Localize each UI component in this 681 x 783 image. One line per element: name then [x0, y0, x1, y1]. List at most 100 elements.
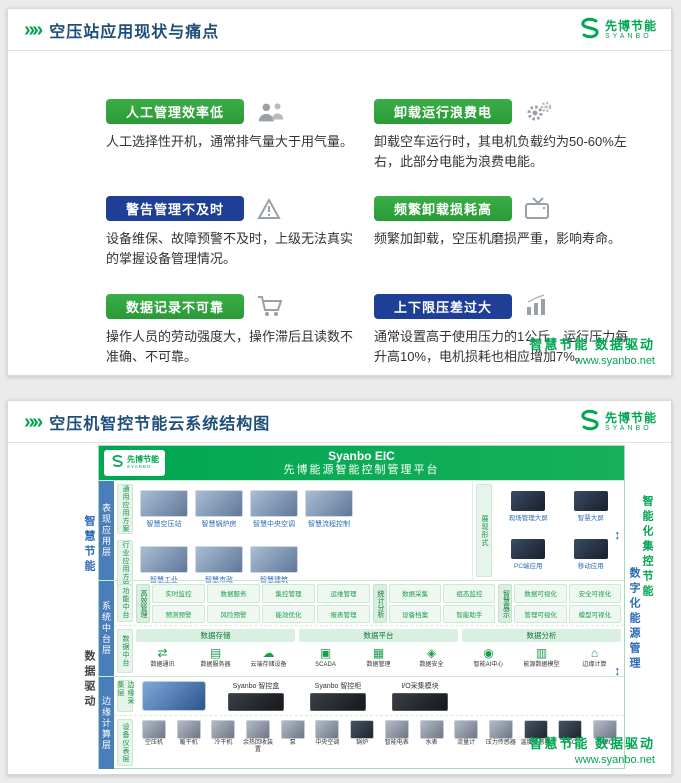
device-instrument-row: 设备仪表层 空压机暖干机冷干机余热回收装置泵中央空调锅炉智能电表水表流量计压力传…	[114, 715, 624, 769]
function-chip: 组态监控	[443, 584, 496, 603]
pain-text: 操作人员的劳动强度大，操作滞后且读数不准确、不可靠。	[106, 328, 354, 364]
device-photo	[246, 720, 271, 739]
group-head: 智慧展示	[498, 584, 513, 623]
platform-header: 先博节能 SYANBO Syanbo EIC 先博能源智能控制管理平台	[99, 446, 624, 480]
slide2-title: 空压机智控节能云系统结构图	[49, 416, 271, 433]
data-item: ⇄数据通讯	[142, 647, 184, 668]
device-photo	[315, 720, 340, 739]
display-caption: 现场管理大屏	[508, 515, 548, 523]
syanbo-logo-icon	[577, 408, 601, 437]
data-items: ▣SCADA▦数据管理◈数据安全	[299, 642, 458, 674]
slide2-footer: 智慧节能 数据驱动 www.syanbo.net	[529, 733, 655, 766]
app-photo	[250, 545, 298, 573]
app-caption: 智慧中央空调	[253, 520, 295, 528]
device-photo	[142, 720, 166, 739]
pain-item-alert-management: 警告管理不及时 设备维保、故障预警不及时，上级无法真实的掌握设备管理情况。	[106, 196, 356, 269]
pain-text: 设备维保、故障预警不及时，上级无法真实的掌握设备管理情况。	[106, 231, 354, 267]
display-tile: PC端应用	[498, 532, 559, 578]
function-chip: 报表管理	[316, 604, 370, 623]
device-caption: 流量计	[457, 740, 476, 746]
double-chevron-icon: »»	[24, 19, 43, 41]
edge-device-caption: I/O采集模块	[401, 683, 439, 690]
row-label: 数据中台	[117, 629, 133, 673]
people-icon	[256, 100, 286, 124]
pain-item-unload-waste: 卸载运行浪费电 卸载空车运行时，其电机负载约为50-60%左右，此部分电能为浪费…	[374, 99, 629, 172]
pain-item-frequent-unload: 频繁卸载损耗高 频繁加卸载，空压机磨损严重，影响寿命。	[374, 196, 629, 269]
screen-photo	[573, 491, 608, 512]
data-item-icon: ▤	[209, 646, 222, 661]
display-tile: 智慧大屏	[561, 484, 622, 530]
app-photo	[140, 545, 188, 573]
syanbo-logo-icon	[577, 16, 601, 45]
device-photo	[280, 720, 305, 739]
device-photo	[419, 720, 444, 739]
row-label: 展现形式	[476, 484, 492, 577]
left-label-smart-energy: 智慧节能	[83, 515, 95, 575]
function-chips: 实时监控预测预警数据服务风险预警集控管理能效优化运维管理报表管理	[152, 584, 370, 623]
pain-badge: 上下限压差过大	[374, 293, 512, 319]
data-item-caption: 能源数据模型	[523, 661, 560, 668]
edge-device-caption: Syanbo 智控盒	[232, 683, 280, 690]
data-item-caption: 云端存储设备	[250, 661, 287, 668]
left-label-data-driven: 数据驱动	[83, 650, 95, 710]
layer-label: 系统中台层	[99, 581, 114, 676]
data-item-caption: 数据服务器	[200, 661, 231, 668]
data-items: ◉智能AI中心▥能源数据模型⌂边缘计算	[462, 642, 621, 674]
general-solutions-row: 通用应用方案 智慧空压站智慧锅炉房智慧中央空调智慧流程控制	[114, 481, 472, 537]
function-chip: 实时监控	[152, 584, 205, 603]
updown-arrow-icon: ↕	[614, 663, 621, 678]
display-tile: 现场管理大屏	[498, 484, 559, 530]
display-caption: 智慧大屏	[577, 515, 604, 523]
app-tile: 智慧空压站	[140, 489, 188, 529]
double-chevron-icon: »»	[24, 411, 43, 433]
brand-name-cn: 先博节能	[127, 455, 159, 465]
data-item: ▥能源数据模型	[521, 647, 563, 668]
slide-system-architecture: »» 空压机智控节能云系统结构图 先博节能 SYANBO 智慧节能 数据驱动	[7, 400, 672, 775]
slide1-title: 空压站应用现状与痛点	[49, 24, 220, 41]
app-caption: 智慧空压站	[146, 520, 182, 528]
edge-device: Syanbo 智控盒	[228, 681, 284, 711]
row-label: 通用应用方案	[117, 484, 133, 534]
edge-device-caption: Syanbo 智控柜	[314, 683, 362, 690]
function-chip: 风险预警	[206, 604, 260, 623]
pain-text: 卸载空车运行时，其电机负载约为50-60%左右，此部分电能为浪费电能。	[374, 134, 627, 170]
pain-badge: 人工管理效率低	[106, 99, 244, 124]
data-item-icon: ▣	[319, 646, 332, 661]
data-item-caption: 边缘计算	[582, 661, 607, 668]
device-tile: 压力传感器	[485, 720, 517, 747]
function-platform-row: 功能中台 高效管理 实时监控预测预警数据服务风险预警集控管理能效优化运维管理报表…	[114, 581, 624, 625]
app-tile: 智慧工业	[140, 545, 188, 585]
device-tile: 中央空调	[311, 720, 343, 747]
app-photo	[195, 545, 243, 573]
device-caption: 水表	[425, 740, 438, 746]
right-sidebar: 智能化集控节能 数字化能源管理 ↕ ↕	[614, 445, 655, 769]
device-tile: 锅炉	[346, 720, 378, 747]
pain-item-data-records: 数据记录不可靠 操作人员的劳动强度大，操作滞后且读数不准确、不可靠。	[106, 293, 356, 367]
group-head: 数据平台	[299, 629, 458, 642]
function-group: 统计分析 数据采集设备档案组态监控智能助手	[372, 584, 496, 623]
device-tile: HMI	[589, 720, 621, 747]
data-item: ◈数据安全	[411, 647, 453, 668]
syanbo-logo-icon	[110, 454, 124, 473]
footer-url: www.syanbo.net	[574, 355, 655, 367]
pain-badge: 卸载运行浪费电	[374, 99, 512, 124]
data-items: ⇄数据通讯▤数据服务器☁云端存储设备	[136, 642, 295, 674]
edge-device-list: Syanbo 智控盒 Syanbo 智控柜 I/O采集模块	[228, 681, 448, 711]
app-photo	[140, 489, 188, 517]
industry-solutions-row: 行业应用方案 智慧工业智慧市政智慧建筑	[114, 537, 472, 593]
app-tile: 智慧中央空调	[250, 489, 298, 529]
device-photo	[454, 720, 479, 739]
device-caption: PLC	[564, 740, 577, 746]
data-item: ▦数据管理	[358, 647, 400, 668]
pain-text: 人工选择性开机，通常排气量大于用气量。	[106, 134, 354, 149]
device-caption: 锅炉	[356, 740, 369, 746]
device-tile: 冷干机	[207, 720, 239, 747]
app-caption: 智慧锅炉房	[201, 520, 237, 528]
data-item-caption: 数据管理	[366, 661, 391, 668]
function-chips: 数据采集设备档案组态监控智能助手	[388, 584, 496, 623]
device-caption: 泵	[289, 740, 296, 746]
display-caption: PC端应用	[513, 562, 543, 570]
platform-title-en: Syanbo EIC	[328, 448, 395, 463]
